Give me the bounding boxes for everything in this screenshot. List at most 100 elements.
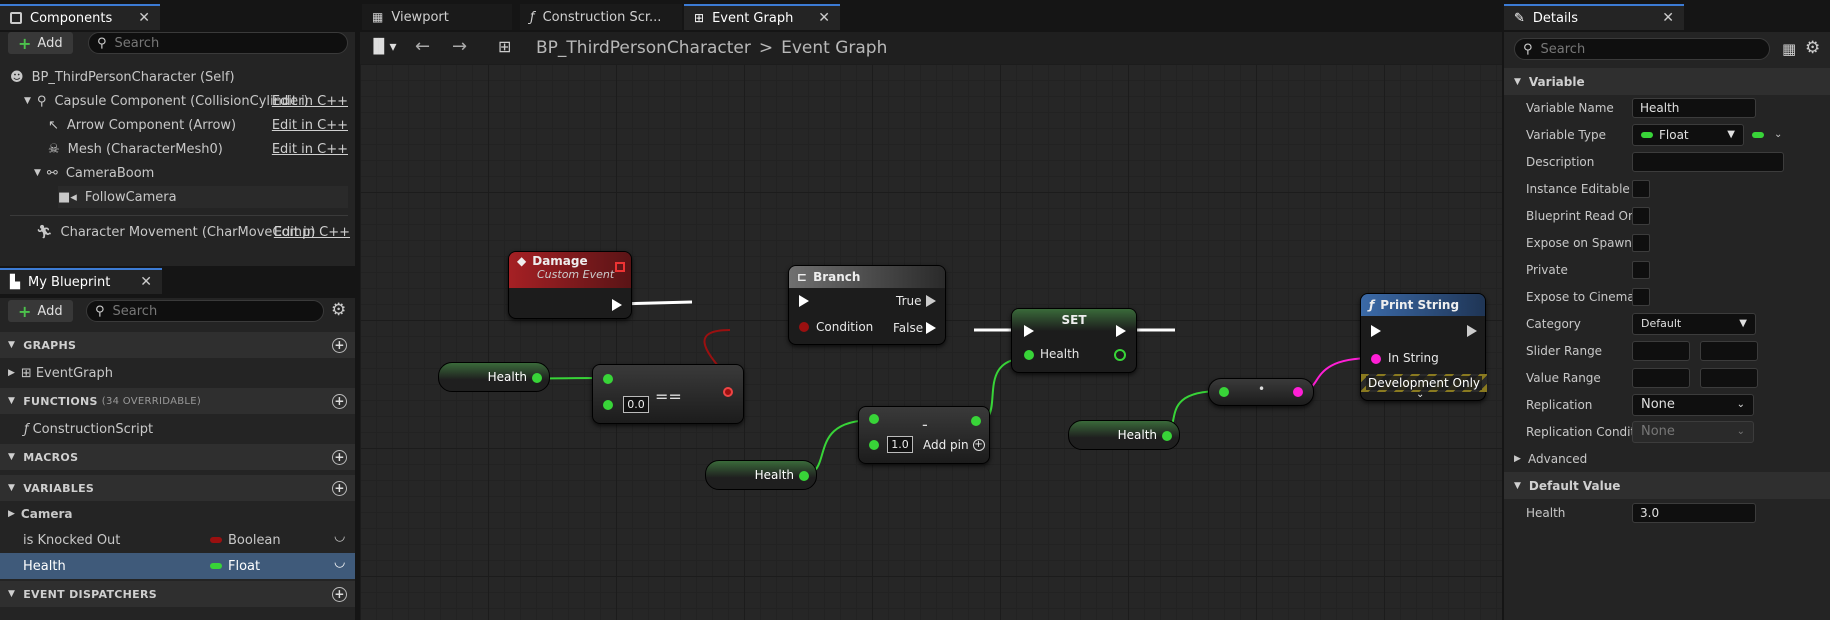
variable-name-field[interactable]: Health xyxy=(1632,97,1756,118)
exec-out-pin[interactable] xyxy=(612,299,622,311)
table-view-icon[interactable]: ▦ xyxy=(1782,40,1797,58)
add-function-icon[interactable]: + xyxy=(332,393,347,409)
expand-arrow-icon[interactable]: ▶ xyxy=(8,368,15,378)
add-graph-icon[interactable]: + xyxy=(332,337,347,353)
component-capsule[interactable]: ▼ ⚲ Capsule Component (CollisionCylinder… xyxy=(24,90,348,112)
section-macros[interactable]: ▼ MACROS + xyxy=(0,444,355,470)
event-graph-canvas[interactable]: ◆ Damage Custom Event ⊏ Branch True Cond… xyxy=(360,64,1502,620)
default-health-field[interactable]: 3.0 xyxy=(1632,502,1756,523)
close-icon[interactable]: ✕ xyxy=(1662,10,1674,26)
exec-true-pin[interactable] xyxy=(926,295,936,307)
equal-compare-node[interactable]: 0.0 == xyxy=(592,364,744,424)
close-icon[interactable]: ✕ xyxy=(138,10,150,26)
edit-in-cpp-link[interactable]: Edit in C++ xyxy=(271,117,348,133)
slider-min-field[interactable] xyxy=(1632,340,1690,361)
exec-out-pin[interactable] xyxy=(1116,325,1126,337)
health-out-pin[interactable] xyxy=(532,373,542,383)
section-graphs[interactable]: ▼ GRAPHS + xyxy=(0,332,355,358)
back-arrow-icon[interactable]: ← xyxy=(415,36,431,57)
close-icon[interactable]: ✕ xyxy=(818,10,830,26)
b-in-pin[interactable] xyxy=(869,440,879,450)
eq-literal-field[interactable]: 0.0 xyxy=(623,396,649,413)
section-functions[interactable]: ▼ FUNCTIONS (34 OVERRIDABLE) + xyxy=(0,388,355,414)
tab-viewport[interactable]: ▦ Viewport xyxy=(362,4,512,30)
collapse-arrow-icon[interactable]: ▼ xyxy=(24,96,31,106)
category-dropdown[interactable]: Default ▼ xyxy=(1632,312,1756,335)
slider-max-field[interactable] xyxy=(1700,340,1758,361)
section-default-value[interactable]: ▼ Default Value xyxy=(1504,472,1830,499)
tab-event-graph[interactable]: ⊞ Event Graph ✕ xyxy=(684,4,840,30)
add-blueprint-item-button[interactable]: + Add xyxy=(8,300,73,322)
in-string-pin[interactable] xyxy=(1371,354,1381,364)
eye-closed-icon[interactable]: ◡ xyxy=(334,555,346,570)
exec-in-pin[interactable] xyxy=(1024,325,1034,337)
tab-components[interactable]: Components ✕ xyxy=(0,4,160,30)
expand-arrow-icon[interactable]: ▶ xyxy=(8,509,15,519)
print-string-node[interactable]: ƒ Print String In String Development Onl… xyxy=(1360,293,1487,401)
bool-out-pin[interactable] xyxy=(723,387,733,397)
set-health-node[interactable]: SET Health xyxy=(1011,308,1137,373)
a-in-pin[interactable] xyxy=(603,374,613,384)
exec-in-pin[interactable] xyxy=(1371,325,1381,337)
health-getter-node[interactable]: Health xyxy=(438,362,550,392)
edit-in-cpp-link[interactable]: Edit in C++ xyxy=(271,141,348,157)
edit-in-cpp-link[interactable]: Edit in C++ xyxy=(273,224,350,240)
variable-item-knocked-out[interactable]: is Knocked Out Boolean ◡ xyxy=(0,527,355,553)
component-mesh[interactable]: ☠ Mesh (CharacterMesh0) Edit in C++ xyxy=(48,138,348,160)
variable-category-camera[interactable]: ▶ Camera xyxy=(0,501,355,527)
close-icon[interactable]: ✕ xyxy=(140,274,152,290)
forward-arrow-icon[interactable]: → xyxy=(452,36,468,57)
private-checkbox[interactable] xyxy=(1632,260,1650,279)
custom-event-node-damage[interactable]: ◆ Damage Custom Event xyxy=(508,251,632,319)
float-in-pin[interactable] xyxy=(1219,387,1229,397)
add-pin-button[interactable]: Add pin + xyxy=(923,438,985,452)
replication-condition-dropdown[interactable]: None ⌄ xyxy=(1632,420,1754,443)
variable-type-dropdown[interactable]: Float ▼ xyxy=(1632,123,1744,146)
subtract-node[interactable]: 1.0 - Add pin + xyxy=(858,406,990,464)
gear-icon[interactable]: ⚙ xyxy=(331,300,347,320)
description-field[interactable] xyxy=(1632,151,1784,172)
string-out-pin[interactable] xyxy=(1293,387,1303,397)
value-max-field[interactable] xyxy=(1700,367,1758,388)
health-out-pin[interactable] xyxy=(799,471,809,481)
b-in-pin[interactable] xyxy=(603,400,613,410)
component-cameraboom[interactable]: ▼ ⚯ CameraBoom xyxy=(34,162,348,184)
tab-construction-script[interactable]: ƒ Construction Scr... xyxy=(520,4,682,30)
section-event-dispatchers[interactable]: ▼ EVENT DISPATCHERS + xyxy=(0,581,355,607)
breadcrumb-root[interactable]: BP_ThirdPersonCharacter xyxy=(536,38,751,58)
value-min-field[interactable] xyxy=(1632,367,1690,388)
health-getter-node[interactable]: Health xyxy=(1068,420,1180,450)
add-variable-icon[interactable]: + xyxy=(332,480,347,496)
component-arrow[interactable]: ↖ Arrow Component (Arrow) Edit in C++ xyxy=(48,114,348,136)
branch-node[interactable]: ⊏ Branch True Condition False xyxy=(788,265,946,345)
health-out-pin[interactable] xyxy=(1114,349,1126,361)
eye-closed-icon[interactable]: ◡ xyxy=(334,529,346,544)
add-macro-icon[interactable]: + xyxy=(332,449,347,465)
section-variable[interactable]: ▼ Variable xyxy=(1504,68,1830,95)
float-to-string-node[interactable]: • xyxy=(1208,378,1314,406)
instance-editable-checkbox[interactable] xyxy=(1632,179,1650,198)
section-variables[interactable]: ▼ VARIABLES + xyxy=(0,475,355,501)
tab-details[interactable]: ✎ Details ✕ xyxy=(1504,4,1684,30)
condition-pin[interactable] xyxy=(799,322,809,332)
collapse-arrow-icon[interactable]: ▼ xyxy=(34,168,41,178)
exec-false-pin[interactable] xyxy=(926,322,936,334)
health-in-pin[interactable] xyxy=(1024,350,1034,360)
container-type-dropdown[interactable]: ⌄ xyxy=(1752,129,1782,140)
health-getter-node[interactable]: Health xyxy=(705,460,817,490)
expose-spawn-checkbox[interactable] xyxy=(1632,233,1650,252)
add-component-button[interactable]: + Add xyxy=(8,32,73,54)
component-character-movement[interactable]: 🏃︎ Character Movement (CharMoveComp) Edi… xyxy=(36,221,350,243)
edit-in-cpp-link[interactable]: Edit in C++ xyxy=(271,93,348,109)
function-item-construction[interactable]: ƒ ConstructionScript xyxy=(0,416,355,442)
a-in-pin[interactable] xyxy=(869,414,879,424)
exec-out-pin[interactable] xyxy=(1467,325,1477,337)
add-dispatcher-icon[interactable]: + xyxy=(332,586,347,602)
expand-chevron-icon[interactable]: ⌄ xyxy=(1416,389,1425,400)
exec-in-pin[interactable] xyxy=(799,295,809,307)
section-advanced[interactable]: ▶ Advanced xyxy=(1504,445,1830,472)
component-followcamera[interactable]: ■◂ FollowCamera xyxy=(58,186,348,208)
blueprint-search-input[interactable]: ⚲ Search xyxy=(86,300,324,322)
minus-literal-field[interactable]: 1.0 xyxy=(887,436,913,453)
bp-read-only-checkbox[interactable] xyxy=(1632,206,1650,225)
